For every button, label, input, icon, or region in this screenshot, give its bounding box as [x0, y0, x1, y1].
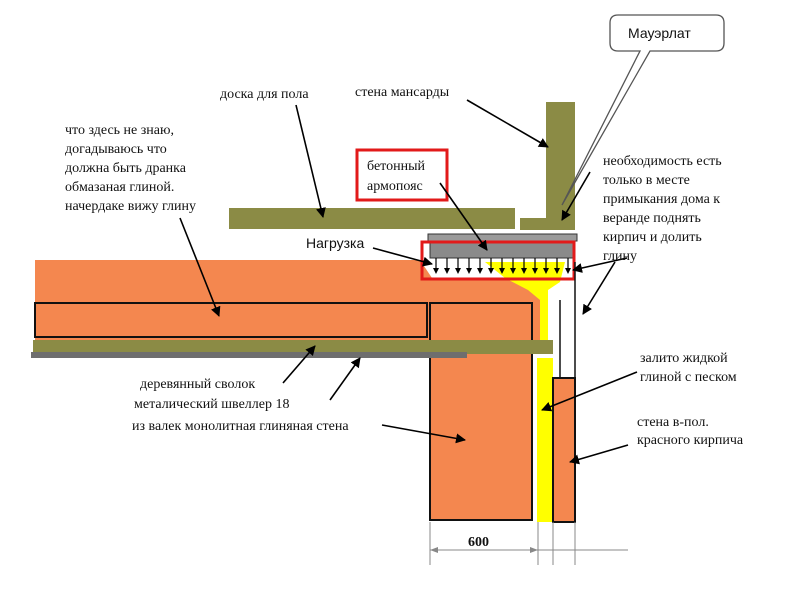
- necessity-label-line: только в месте: [603, 173, 690, 188]
- filled-clay-label: залито жидкой: [640, 351, 728, 366]
- unknown-label-line: догадываюсь что: [65, 142, 167, 157]
- load-arrow-head: [488, 268, 494, 274]
- load-arrow-head: [455, 268, 461, 274]
- load-arrow-head: [466, 268, 472, 274]
- clay-fill-top: [485, 262, 565, 340]
- necessity-label-line: глину: [603, 249, 637, 264]
- dimension-label: 600: [468, 535, 489, 550]
- concrete-belt-label: армопояс: [367, 179, 423, 194]
- concrete-belt-label: бетонный: [367, 159, 425, 174]
- clay-fill-gap: [537, 358, 553, 522]
- concrete-belt-label-box: [355, 148, 449, 202]
- load-arrow-head: [543, 268, 549, 274]
- necessity-label-line: необходимость есть: [603, 154, 722, 169]
- load-arrow-head: [510, 268, 516, 274]
- wood-joist-label: деревянный сволок: [140, 377, 255, 392]
- unknown-label-line: начердаке вижу глину: [65, 199, 196, 214]
- load-arrow-head: [554, 268, 560, 274]
- mauerlat-plank: [520, 218, 575, 230]
- unknown-label-line: что здесь не знаю,: [65, 123, 174, 138]
- mauerlat-label: Мауэрлат: [628, 25, 691, 41]
- load-arrow-head: [433, 268, 439, 274]
- load-label: Нагрузка: [306, 235, 364, 251]
- necessity-label-line: веранде поднять: [603, 211, 701, 226]
- floor-board: [229, 208, 515, 229]
- brick-wall-label: стена в-пол.: [637, 415, 709, 430]
- mauerlat-callout: [561, 14, 725, 206]
- leader-lines: [179, 99, 638, 465]
- floor-board-label: доска для пола: [220, 87, 309, 102]
- brick-wall-label: красного кирпича: [637, 433, 744, 448]
- clay-wall-label: из валек монолитная глиняная стена: [132, 419, 349, 434]
- metal-channel-olive: [33, 340, 553, 354]
- load-arrow-head: [532, 268, 538, 274]
- load-arrow-head: [499, 268, 505, 274]
- attic-wall: [546, 102, 575, 230]
- load-arrow-head: [521, 268, 527, 274]
- load-arrows: [433, 258, 571, 274]
- filled-clay-label: глиной с песком: [640, 370, 737, 385]
- load-arrow-head: [477, 268, 483, 274]
- red-brick-wall: [552, 377, 576, 523]
- clay-wall: [429, 302, 533, 521]
- wooden-joist: [34, 302, 428, 338]
- metal-channel: [31, 352, 467, 358]
- metal-channel-label: металический швеллер 18: [134, 397, 290, 412]
- concrete-belt-top: [427, 233, 578, 242]
- necessity-label-line: примыкания дома к: [603, 192, 720, 207]
- necessity-label-line: кирпич и долить: [603, 230, 702, 245]
- attic-wall-label: стена мансарды: [355, 85, 450, 100]
- load-arrow-head: [444, 268, 450, 274]
- unknown-label-line: должна быть дранка: [65, 161, 187, 176]
- load-arrow-head: [565, 268, 571, 274]
- unknown-label-line: обмазаная глиной.: [65, 180, 174, 195]
